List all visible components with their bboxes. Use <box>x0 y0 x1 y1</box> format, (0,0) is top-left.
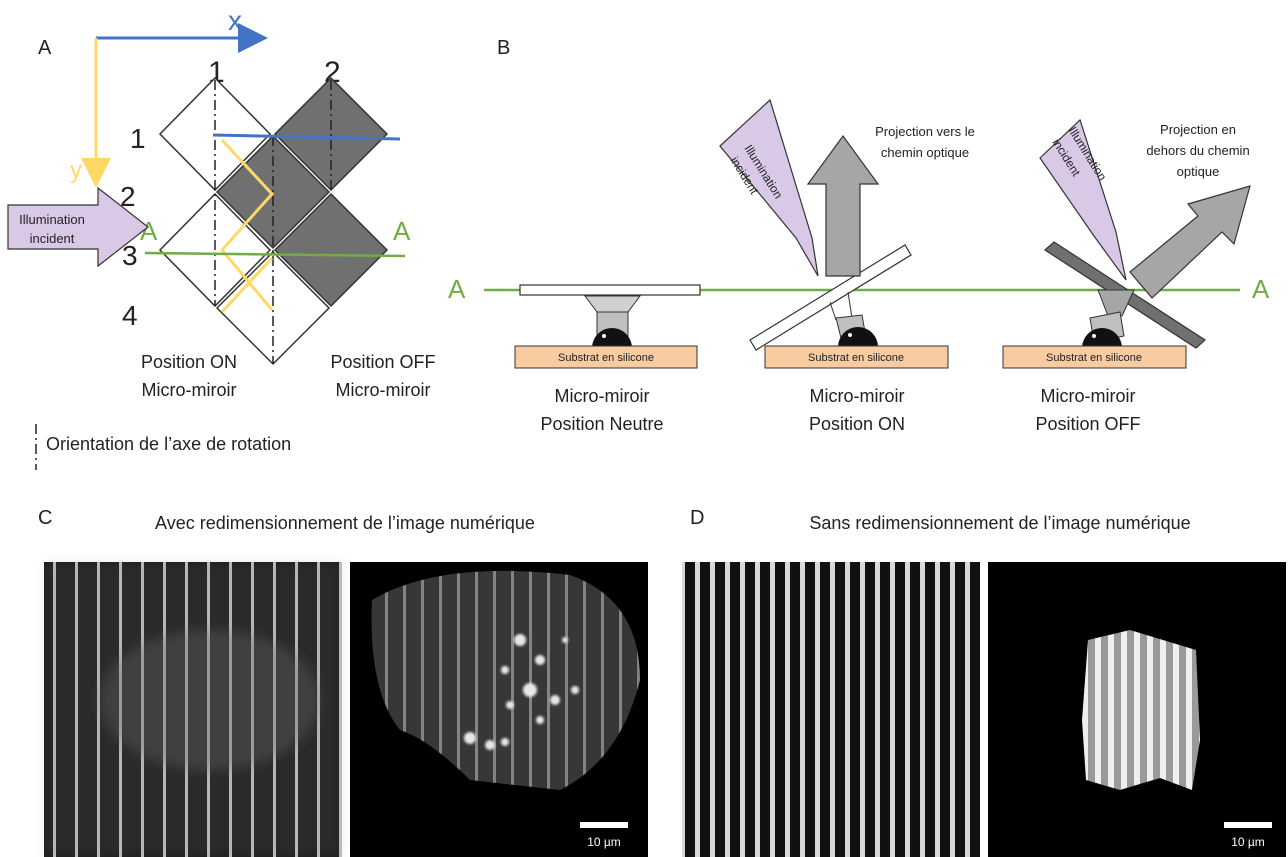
mirror-neutral: Substrat en silicone <box>514 284 701 369</box>
panel-c-title: Avec redimensionnement de l’image numéri… <box>155 513 535 533</box>
off-b-caption-line1: Micro-miroir <box>1041 386 1136 406</box>
scalebar-c <box>580 822 628 828</box>
row-label-4: 4 <box>122 300 138 331</box>
micrograph-d-square <box>1082 630 1200 790</box>
on-caption-line1: Position ON <box>141 352 237 372</box>
yellow-segment <box>220 256 274 314</box>
section-a-right: A <box>393 216 411 246</box>
panel-d-label: D <box>690 507 704 529</box>
section-a-left: A <box>140 216 158 246</box>
panel-b: B A A Substrat en silicone Substrat en s… <box>448 37 1270 434</box>
panel-d: D Sans redimensionnement de l’image numé… <box>682 507 1286 857</box>
section-b-left: A <box>448 274 466 304</box>
blue-row-line <box>212 133 401 141</box>
scalebar-d <box>1224 822 1272 828</box>
micrograph-c-features <box>464 634 579 750</box>
neutral-caption-line2: Position Neutre <box>540 414 663 434</box>
proj-on-line1: Projection vers le <box>875 124 975 139</box>
micrograph-c-cell <box>100 630 320 770</box>
illumination-a-line1: Illumination <box>19 212 85 227</box>
panel-a: A x y 1 2 1 2 3 4 A A Ill <box>7 5 436 470</box>
yellow-zigzag <box>220 138 275 311</box>
micrograph-d-stripes <box>682 562 980 857</box>
mirror-off: Substrat en silicone Illumination incide… <box>1002 118 1251 369</box>
rotation-axis-legend: Orientation de l’axe de rotation <box>46 434 291 454</box>
neutral-caption-line1: Micro-miroir <box>555 386 650 406</box>
on-caption-line2: Micro-miroir <box>142 380 237 400</box>
mirror-on: Substrat en silicone Illumination incide… <box>719 98 975 369</box>
section-b-right: A <box>1252 274 1270 304</box>
y-axis-label: y <box>70 157 82 184</box>
substrate-neutral: Substrat en silicone <box>558 352 654 364</box>
section-line-a <box>144 251 406 258</box>
row-label-1: 1 <box>130 123 146 154</box>
scalebar-c-label: 10 µm <box>587 835 621 849</box>
mirror-off-r3 <box>273 192 389 308</box>
scalebar-d-label: 10 µm <box>1231 835 1265 849</box>
on-b-caption-line2: Position ON <box>809 414 905 434</box>
panel-b-label: B <box>497 37 510 59</box>
off-caption-line2: Micro-miroir <box>336 380 431 400</box>
proj-off-line2: dehors du chemin <box>1146 143 1249 158</box>
projection-arrow-on <box>806 134 880 277</box>
panel-c: C Avec redimensionnement de l’image numé… <box>38 507 648 857</box>
row-label-2: 2 <box>120 181 136 212</box>
substrate-on: Substrat en silicone <box>808 352 904 364</box>
illumination-a-line2: incident <box>30 231 75 246</box>
proj-on-line2: chemin optique <box>881 145 969 160</box>
off-caption-line1: Position OFF <box>330 352 435 372</box>
panel-d-title: Sans redimensionnement de l’image numéri… <box>809 513 1190 533</box>
substrate-off: Substrat en silicone <box>1046 352 1142 364</box>
row-label-3: 3 <box>122 240 138 271</box>
off-b-caption-line2: Position OFF <box>1035 414 1140 434</box>
micrograph-c-cell-body <box>371 570 640 790</box>
proj-off-line3: optique <box>1177 164 1220 179</box>
projection-arrow-off <box>1129 185 1251 299</box>
illumination-arrow-off <box>1039 118 1127 281</box>
illumination-arrow-on <box>719 98 819 277</box>
panel-a-label: A <box>38 37 52 59</box>
x-axis-label: x <box>228 5 242 36</box>
on-b-caption-line1: Micro-miroir <box>810 386 905 406</box>
proj-off-line1: Projection en <box>1160 122 1236 137</box>
illumination-arrow-a <box>7 186 149 268</box>
panel-c-label: C <box>38 507 52 529</box>
